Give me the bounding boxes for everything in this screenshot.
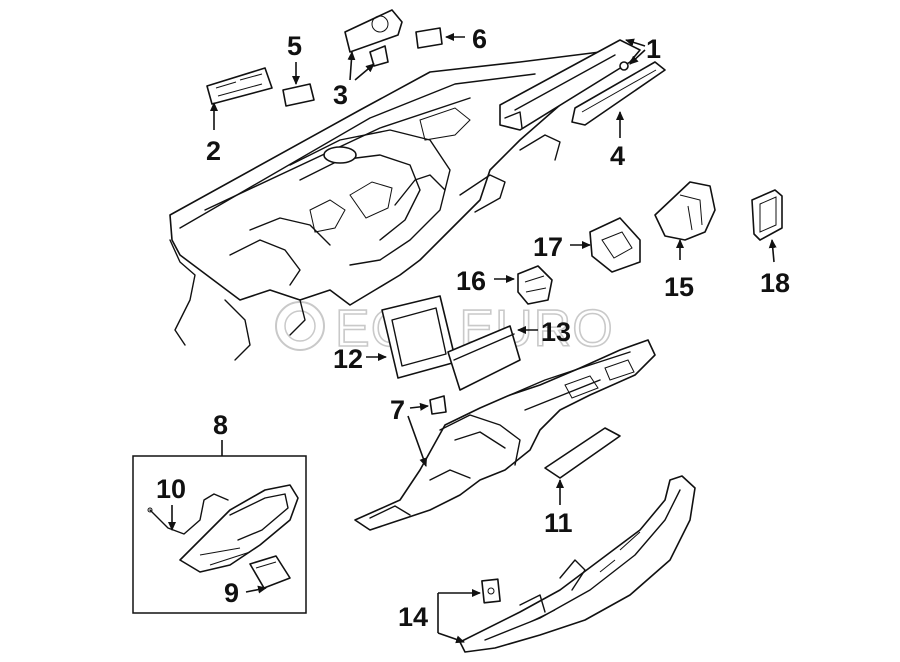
leader-lines [168,33,777,644]
part-14-bracket [459,475,696,653]
inset-box-8 [132,455,307,614]
callout-8: 8 [213,410,228,440]
callout-9: 9 [224,578,239,608]
part-17-cup-holder [589,217,641,273]
callout-13: 13 [541,317,571,347]
callout-2: 2 [206,136,221,166]
part-6-label [415,27,443,49]
callout-labels: 1 2 3 4 5 6 7 8 9 10 11 12 13 14 15 16 1… [156,24,790,632]
callout-16: 16 [456,266,486,296]
callout-7: 7 [390,395,405,425]
part-7-bracket [429,395,447,415]
callout-4: 4 [610,141,625,171]
callout-12: 12 [333,344,363,374]
callout-11: 11 [544,508,573,538]
lower-panel [354,339,656,531]
part-11-trim-plate [544,427,621,479]
callout-6: 6 [472,24,487,54]
callout-14: 14 [398,602,428,632]
callout-1: 1 [646,34,661,64]
part-18-panel [751,189,783,241]
part-5-label [282,83,315,107]
callout-10: 10 [156,474,186,504]
part-3-cover [344,9,403,67]
callout-5: 5 [287,31,302,61]
callout-18: 18 [760,268,790,298]
part-15-side-cover [654,181,716,241]
part-4-trim-strip [571,61,666,126]
part-13-housing [447,325,521,391]
part-2-vent-panel [206,67,273,105]
part-16-switch [517,265,553,305]
callout-15: 15 [664,272,694,302]
callout-3: 3 [333,80,348,110]
callout-17: 17 [533,232,563,262]
